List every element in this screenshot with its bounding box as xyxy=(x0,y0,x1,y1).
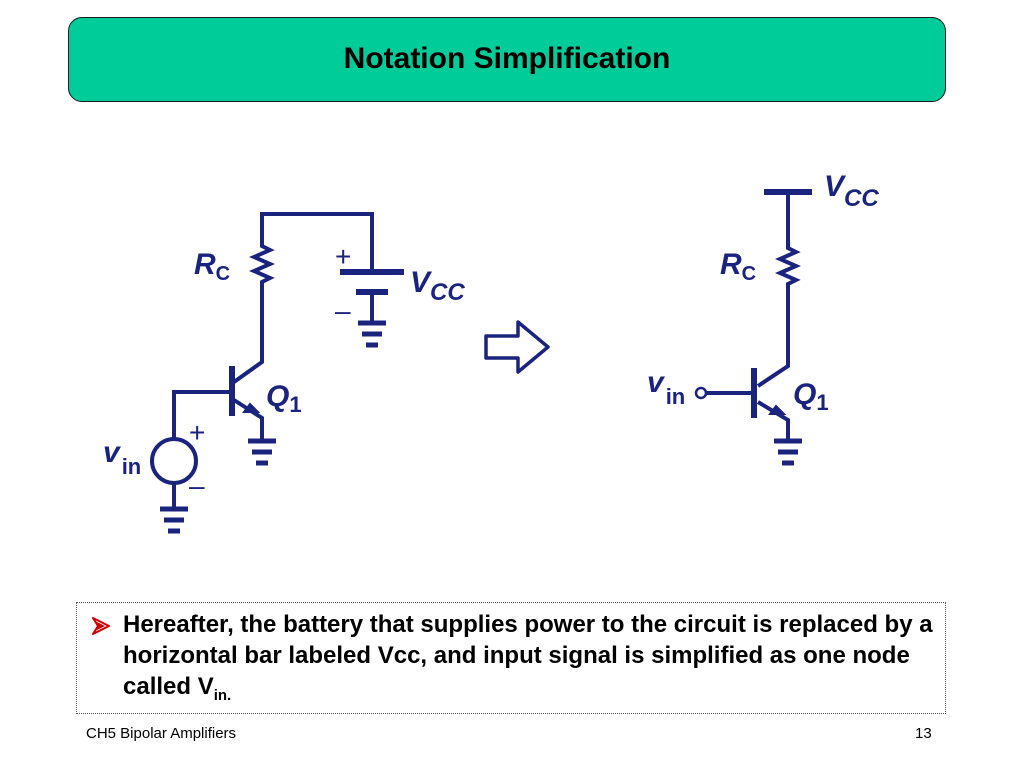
left-base-wire xyxy=(172,390,232,438)
left-collector-wire xyxy=(232,290,264,384)
left-vcc-label: VCC xyxy=(410,266,465,306)
ground-icon xyxy=(774,438,802,466)
left-top-wire xyxy=(260,212,374,270)
left-circuit xyxy=(150,212,404,508)
ground-icon xyxy=(248,438,276,466)
left-battery-minus: – xyxy=(335,295,351,326)
left-rc-label: RC xyxy=(194,248,230,285)
left-rc-resistor xyxy=(249,240,275,290)
left-emitter-wire xyxy=(232,398,264,440)
right-collector-wire xyxy=(756,290,790,388)
title-box: Notation Simplification xyxy=(68,17,946,102)
right-vcc-label: VCC xyxy=(824,170,879,212)
hollow-right-arrow-icon xyxy=(484,320,550,374)
left-vin-label: vin xyxy=(103,436,141,479)
footer-page-number: 13 xyxy=(915,725,932,742)
ground-icon xyxy=(358,320,386,348)
arrow-bullet-icon xyxy=(91,609,123,711)
left-source-minus: – xyxy=(189,470,205,501)
footer-chapter: CH5 Bipolar Amplifiers xyxy=(86,725,237,742)
right-circuit xyxy=(706,189,812,440)
left-q1-label: Q1 xyxy=(266,380,302,417)
right-rc-resistor xyxy=(775,244,801,290)
left-battery-plus: + xyxy=(335,241,351,272)
bullet-text-main: Hereafter, the battery that supplies pow… xyxy=(123,611,933,700)
right-q1-label: Q1 xyxy=(793,378,829,415)
right-emitter-wire xyxy=(756,400,790,440)
right-emitter-arrow xyxy=(768,404,787,415)
ground-icon xyxy=(160,506,188,534)
left-source-plus: + xyxy=(189,417,205,448)
bullet-item: Hereafter, the battery that supplies pow… xyxy=(91,609,935,711)
bullet-text: Hereafter, the battery that supplies pow… xyxy=(123,609,935,711)
right-vin-node xyxy=(694,386,708,400)
right-rc-label: RC xyxy=(720,248,756,285)
left-emitter-arrow xyxy=(242,402,261,413)
bullet-textbox: Hereafter, the battery that supplies pow… xyxy=(76,602,946,714)
bullet-text-subscript: in. xyxy=(213,686,232,704)
slide-title: Notation Simplification xyxy=(343,41,671,75)
right-vin-label: vin xyxy=(647,366,685,409)
